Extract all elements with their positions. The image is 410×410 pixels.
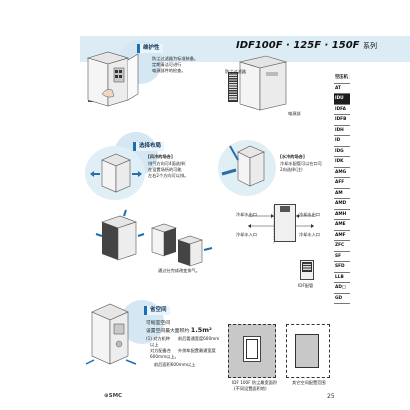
sidebar-item-17[interactable]: SF [334, 252, 350, 262]
protection-section-tag: 维护性 [137, 44, 163, 53]
sidebar-item-18[interactable]: SFD [334, 262, 350, 273]
sidebar-item-15[interactable]: AMF [334, 231, 350, 241]
sidebar-item-7[interactable]: IDG [334, 147, 350, 157]
protection-unit-drawing [238, 55, 288, 111]
layout-air-drawing [90, 153, 142, 193]
sidebar-item-16[interactable]: ZFC [334, 241, 350, 252]
sidebar-item-10[interactable]: AFF [334, 178, 350, 189]
layout-water-body-line2: 2向选择(注) [280, 167, 303, 172]
sidebar-item-5[interactable]: IDH [334, 126, 350, 136]
space-note2c: 600mm以上。 [150, 354, 179, 359]
space-fig2-inner [295, 334, 319, 368]
layout-water-title: [水冷的场合] [280, 154, 305, 159]
sidebar-item-12[interactable]: AMD [334, 199, 350, 210]
sidebar-item-19[interactable]: LLB [334, 273, 350, 283]
protection-label-front: 电源部 [288, 111, 301, 116]
protection-machine-drawing [86, 51, 139, 107]
water-unit-small-fins [302, 262, 312, 272]
space-note2: 对方配备合 [150, 348, 171, 353]
protection-body-line1: 防尘过滤器为标准装备。 [152, 56, 199, 61]
page-title-text: IDF100F · 125F · 150F [236, 40, 360, 51]
space-note1c: 以上 [150, 342, 159, 347]
sidebar-item-13[interactable]: AMH [334, 210, 350, 220]
water-flow-in1: 冷却水出口 [236, 212, 257, 217]
water-unit-box [274, 204, 296, 242]
page-number: 25 [327, 393, 335, 400]
water-flow-out1: 冷却水入口 [236, 232, 257, 237]
space-fig1-unit-inner [246, 339, 258, 359]
sidebar-item-1[interactable]: AT [334, 84, 350, 94]
page-title-suffix: 系列 [362, 42, 377, 50]
protection-body-line2: 定期清洁可进行 [152, 62, 182, 67]
space-note3: 前后面积600mm以上 [154, 362, 196, 367]
layout-side-body-line3: 左右2个方向可以排。 [148, 173, 189, 178]
sidebar-item-2[interactable]: IDU [334, 94, 350, 105]
sidebar-item-8[interactable]: IDK [334, 157, 350, 168]
space-machine-drawing [85, 303, 137, 365]
water-unit-top [280, 206, 290, 212]
space-spec-line2-text: 设置空间最大面积约 [146, 329, 190, 334]
layout-exhaust-examples [95, 209, 213, 267]
water-flow-out2: 冷却水入口 [299, 232, 320, 237]
sidebar-item-14[interactable]: AME [334, 220, 350, 231]
sidebar-item-3[interactable]: IDFA [334, 105, 350, 115]
layout-water-drawing [221, 145, 265, 187]
protection-body-line3: 电源部件的检查。 [152, 68, 186, 73]
space-spec-value: 1.5m² [190, 326, 212, 334]
sidebar-nav: 空压机 系统 AT IDU IDFA IDFB IDH ID IDG IDK A… [334, 73, 350, 304]
space-note1b: 前后要通宽度600mm [178, 336, 220, 341]
space-fig1-caption-2: (不同设置面积地) [234, 386, 267, 391]
sidebar-item-4[interactable]: IDFB [334, 115, 350, 126]
sidebar-item-9[interactable]: AMG [334, 168, 350, 178]
water-flow-in2: 冷却水出口 [299, 212, 320, 217]
sidebar-item-11[interactable]: AM [334, 189, 350, 199]
layout-side-body-line1: 排气方向可4面选择( [148, 161, 186, 166]
sidebar-item-0[interactable]: 空压机 系统 [334, 73, 350, 84]
smc-logo: ⊕SMC [104, 393, 123, 399]
space-fig1-unit [243, 336, 261, 362]
hand-icon [101, 89, 115, 98]
layout-side-title: [风冷的场合] [148, 154, 173, 159]
sidebar-item-21[interactable]: GD [334, 294, 350, 304]
space-note1: (1) 对方机种 [146, 336, 171, 341]
layout-caption: 通过仕完成改变排气。 [158, 268, 200, 273]
space-section-tag: 省空间 [144, 306, 170, 315]
space-fig2-caption: 其它空间配置范围 [292, 380, 326, 385]
space-spec-line1: 可缩室空间 [146, 321, 170, 326]
space-fig1-caption-1: IDF 100F 防尘最宽面积 [232, 380, 278, 385]
water-pipe-lines [248, 206, 314, 244]
layout-side-body-line2: 在设置场所的可能 [148, 167, 182, 172]
space-spec-line2: 设置空间最大面积约 1.5m² [146, 327, 212, 335]
page-title: IDF100F · 125F · 150F 系列 [236, 40, 377, 51]
protection-filter-panel [228, 72, 238, 102]
layout-section-tag: 选择布局 [133, 142, 165, 151]
protection-label-filter: 防尘过滤器 [225, 69, 246, 74]
space-note2b: 外侧车配置最通宽度 [178, 348, 216, 353]
layout-water-body-line1: 冷却水配管可以在口可 [280, 161, 322, 166]
sidebar-item-20[interactable]: AD□ [334, 283, 350, 294]
water-unit-label: IDF配管 [298, 283, 314, 288]
sidebar-item-6[interactable]: ID [334, 136, 350, 147]
